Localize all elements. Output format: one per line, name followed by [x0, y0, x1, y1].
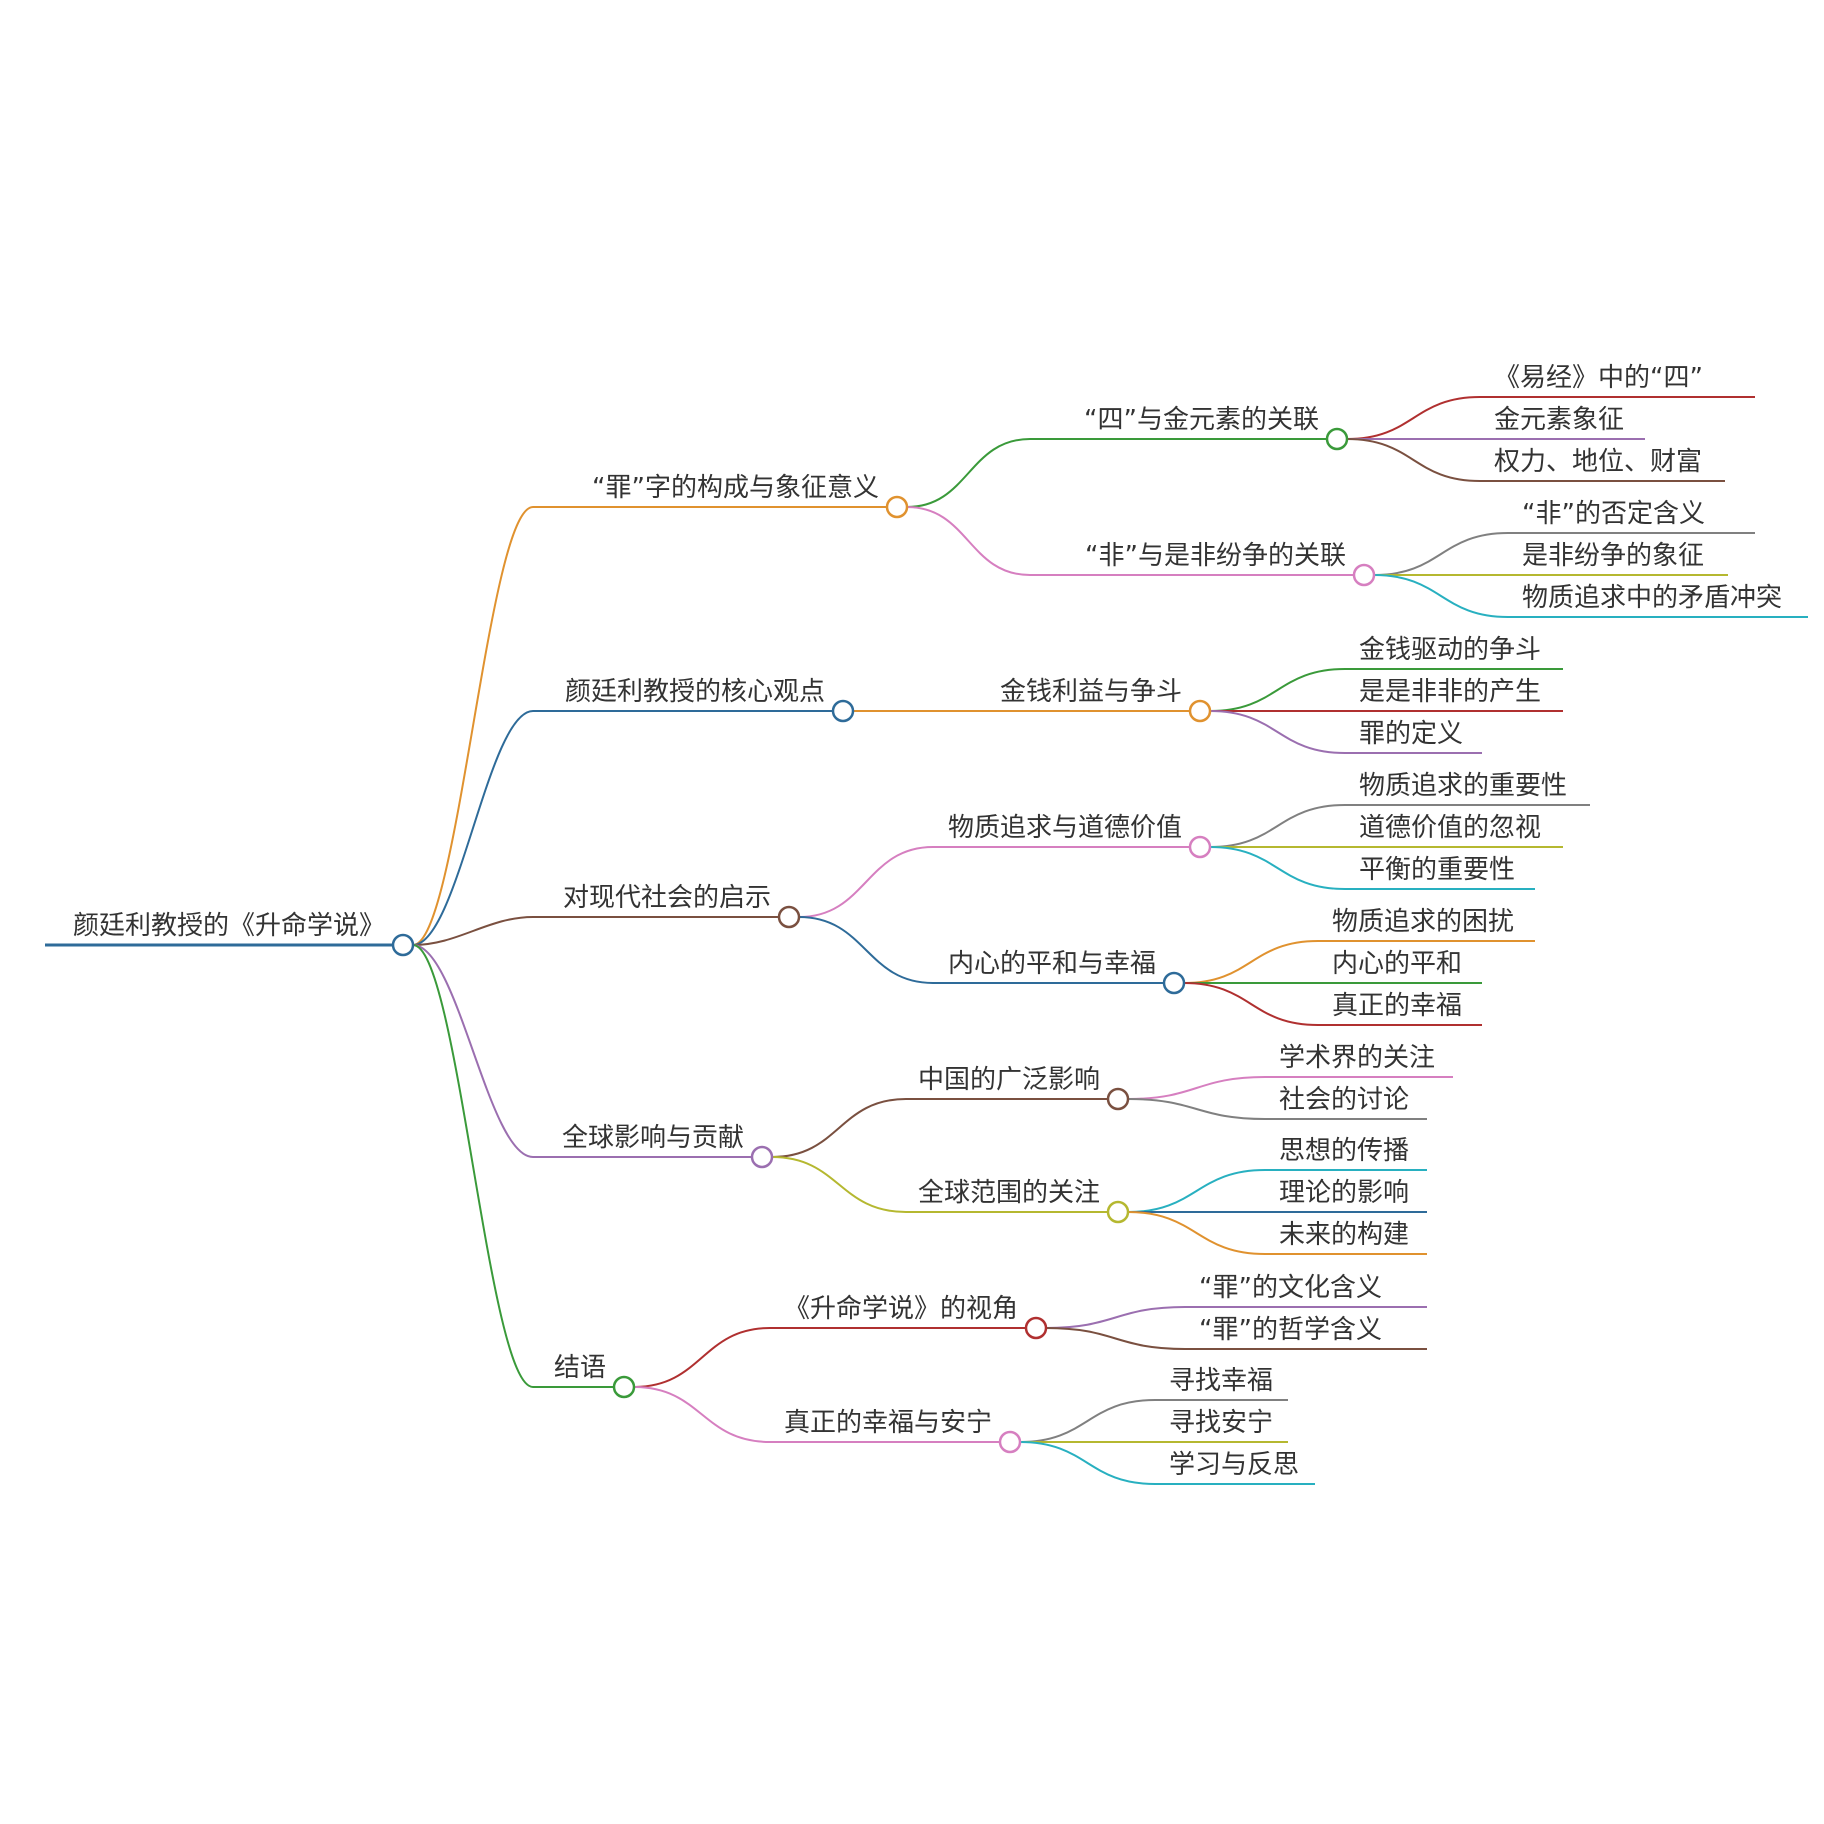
node-toggle-circle[interactable] — [1024, 1316, 1048, 1340]
node-toggle-circle[interactable] — [1106, 1200, 1130, 1224]
node-label[interactable]: 寻找安宁 — [1169, 1408, 1273, 1438]
mindmap-edge — [1045, 1327, 1186, 1350]
mindmap-edge — [412, 944, 534, 1158]
node-toggle-circle[interactable] — [612, 1375, 636, 1399]
mindmap-edge — [798, 846, 934, 918]
node-label[interactable]: 学术界的关注 — [1279, 1043, 1435, 1073]
node-label[interactable]: 权力、地位、财富 — [1494, 447, 1702, 477]
node-label[interactable]: 物质追求与道德价值 — [948, 813, 1182, 843]
mindmap-edge — [771, 1098, 907, 1158]
mindmap-edge — [1346, 396, 1481, 440]
node-label[interactable]: 内心的平和与幸福 — [948, 949, 1156, 979]
node-label[interactable]: 学习与反思 — [1169, 1450, 1299, 1480]
mindmap-edge — [1019, 1399, 1156, 1443]
mindmap-edge — [798, 916, 934, 984]
mindmap-edge — [1019, 1441, 1156, 1485]
node-toggle-circle[interactable] — [998, 1430, 1022, 1454]
node-label[interactable]: 物质追求中的矛盾冲突 — [1522, 583, 1782, 613]
mindmap-edge — [906, 506, 1031, 576]
node-toggle-circle[interactable] — [391, 933, 415, 957]
node-label[interactable]: 全球影响与贡献 — [562, 1123, 744, 1153]
mindmap-edge — [771, 1156, 907, 1213]
node-label[interactable]: “罪”的哲学含义 — [1199, 1315, 1382, 1345]
node-label[interactable]: “罪”字的构成与象征意义 — [592, 473, 879, 503]
labels-layer: 颜廷利教授的《升命学说》 “罪”字的构成与象征意义 “四”与金元素的关联 《易经》中的… — [73, 363, 1782, 1480]
node-label[interactable]: 真正的幸福与安宁 — [784, 1408, 992, 1438]
mindmap-edge — [1373, 574, 1509, 618]
node-toggle-circle[interactable] — [1325, 427, 1349, 451]
node-label[interactable]: 道德价值的忽视 — [1359, 813, 1541, 843]
mindmap-edge — [1209, 846, 1346, 890]
node-label[interactable]: 寻找幸福 — [1169, 1366, 1273, 1396]
node-label[interactable]: 《升命学说》的视角 — [784, 1294, 1018, 1324]
mindmap-edge — [1127, 1098, 1266, 1120]
node-label[interactable]: 结语 — [554, 1353, 606, 1383]
node-label[interactable]: “四”与金元素的关联 — [1084, 405, 1319, 435]
mindmap-edge — [1183, 940, 1319, 984]
mindmap-edge — [412, 506, 534, 946]
mindmap-edge — [1045, 1306, 1186, 1329]
node-toggle-circle[interactable] — [777, 905, 801, 929]
node-label[interactable]: 全球范围的关注 — [918, 1178, 1100, 1208]
mindmap-edge — [633, 1327, 771, 1388]
node-label[interactable]: 内心的平和 — [1332, 949, 1462, 979]
mindmap-edge — [412, 710, 534, 946]
node-label[interactable]: 对现代社会的启示 — [563, 883, 771, 913]
node-label[interactable]: 是是非非的产生 — [1359, 677, 1541, 707]
node-label[interactable]: 平衡的重要性 — [1359, 855, 1515, 885]
node-toggle-circle[interactable] — [750, 1145, 774, 1169]
node-label[interactable]: 真正的幸福 — [1332, 991, 1462, 1021]
node-label[interactable]: 金钱利益与争斗 — [1000, 677, 1182, 707]
node-toggle-circle[interactable] — [1106, 1087, 1130, 1111]
node-label[interactable]: 是非纷争的象征 — [1522, 541, 1704, 571]
node-label[interactable]: 理论的影响 — [1279, 1178, 1409, 1208]
mindmap-edge — [1127, 1076, 1266, 1100]
node-toggle-circle[interactable] — [885, 495, 909, 519]
node-label[interactable]: 中国的广泛影响 — [918, 1065, 1100, 1095]
node-label[interactable]: 物质追求的困扰 — [1332, 907, 1514, 937]
node-toggle-circle[interactable] — [1188, 699, 1212, 723]
mindmap-edge — [906, 438, 1031, 508]
mindmap-edge — [1209, 668, 1346, 712]
node-label[interactable]: 罪的定义 — [1359, 719, 1463, 749]
edges-layer — [412, 396, 1509, 1485]
node-label[interactable]: “非”与是非纷争的关联 — [1085, 541, 1346, 571]
node-toggle-circle[interactable] — [1352, 563, 1376, 587]
node-toggle-circle[interactable] — [831, 699, 855, 723]
underlines-layer — [45, 396, 1808, 1485]
node-label[interactable]: 金元素象征 — [1494, 405, 1624, 435]
mindmap-edge — [1209, 804, 1346, 848]
node-label[interactable]: 《易经》中的“四” — [1494, 363, 1703, 393]
mindmap-edge — [1209, 710, 1346, 754]
mindmap-edge — [1346, 438, 1481, 482]
mindmap-edge — [1127, 1211, 1266, 1255]
root-node-label[interactable]: 颜廷利教授的《升命学说》 — [73, 911, 385, 941]
node-label[interactable]: 思想的传播 — [1279, 1136, 1409, 1166]
node-label[interactable]: “罪”的文化含义 — [1199, 1273, 1382, 1303]
mindmap-edge — [412, 916, 534, 946]
node-label[interactable]: 颜廷利教授的核心观点 — [565, 677, 825, 707]
node-label[interactable]: 金钱驱动的争斗 — [1359, 635, 1541, 665]
node-label[interactable]: 社会的讨论 — [1279, 1085, 1409, 1115]
mindmap-edge — [1373, 532, 1509, 576]
mindmap-edge — [1183, 982, 1319, 1026]
node-label[interactable]: 物质追求的重要性 — [1359, 771, 1567, 801]
mindmap-edge — [633, 1386, 771, 1443]
node-label[interactable]: 未来的构建 — [1279, 1220, 1409, 1250]
node-toggle-circle[interactable] — [1162, 971, 1186, 995]
node-toggle-circle[interactable] — [1188, 835, 1212, 859]
node-label[interactable]: “非”的否定含义 — [1522, 499, 1705, 529]
mindmap-edge — [412, 944, 534, 1388]
circles-layer — [391, 427, 1376, 1454]
mindmap-edge — [1127, 1169, 1266, 1213]
